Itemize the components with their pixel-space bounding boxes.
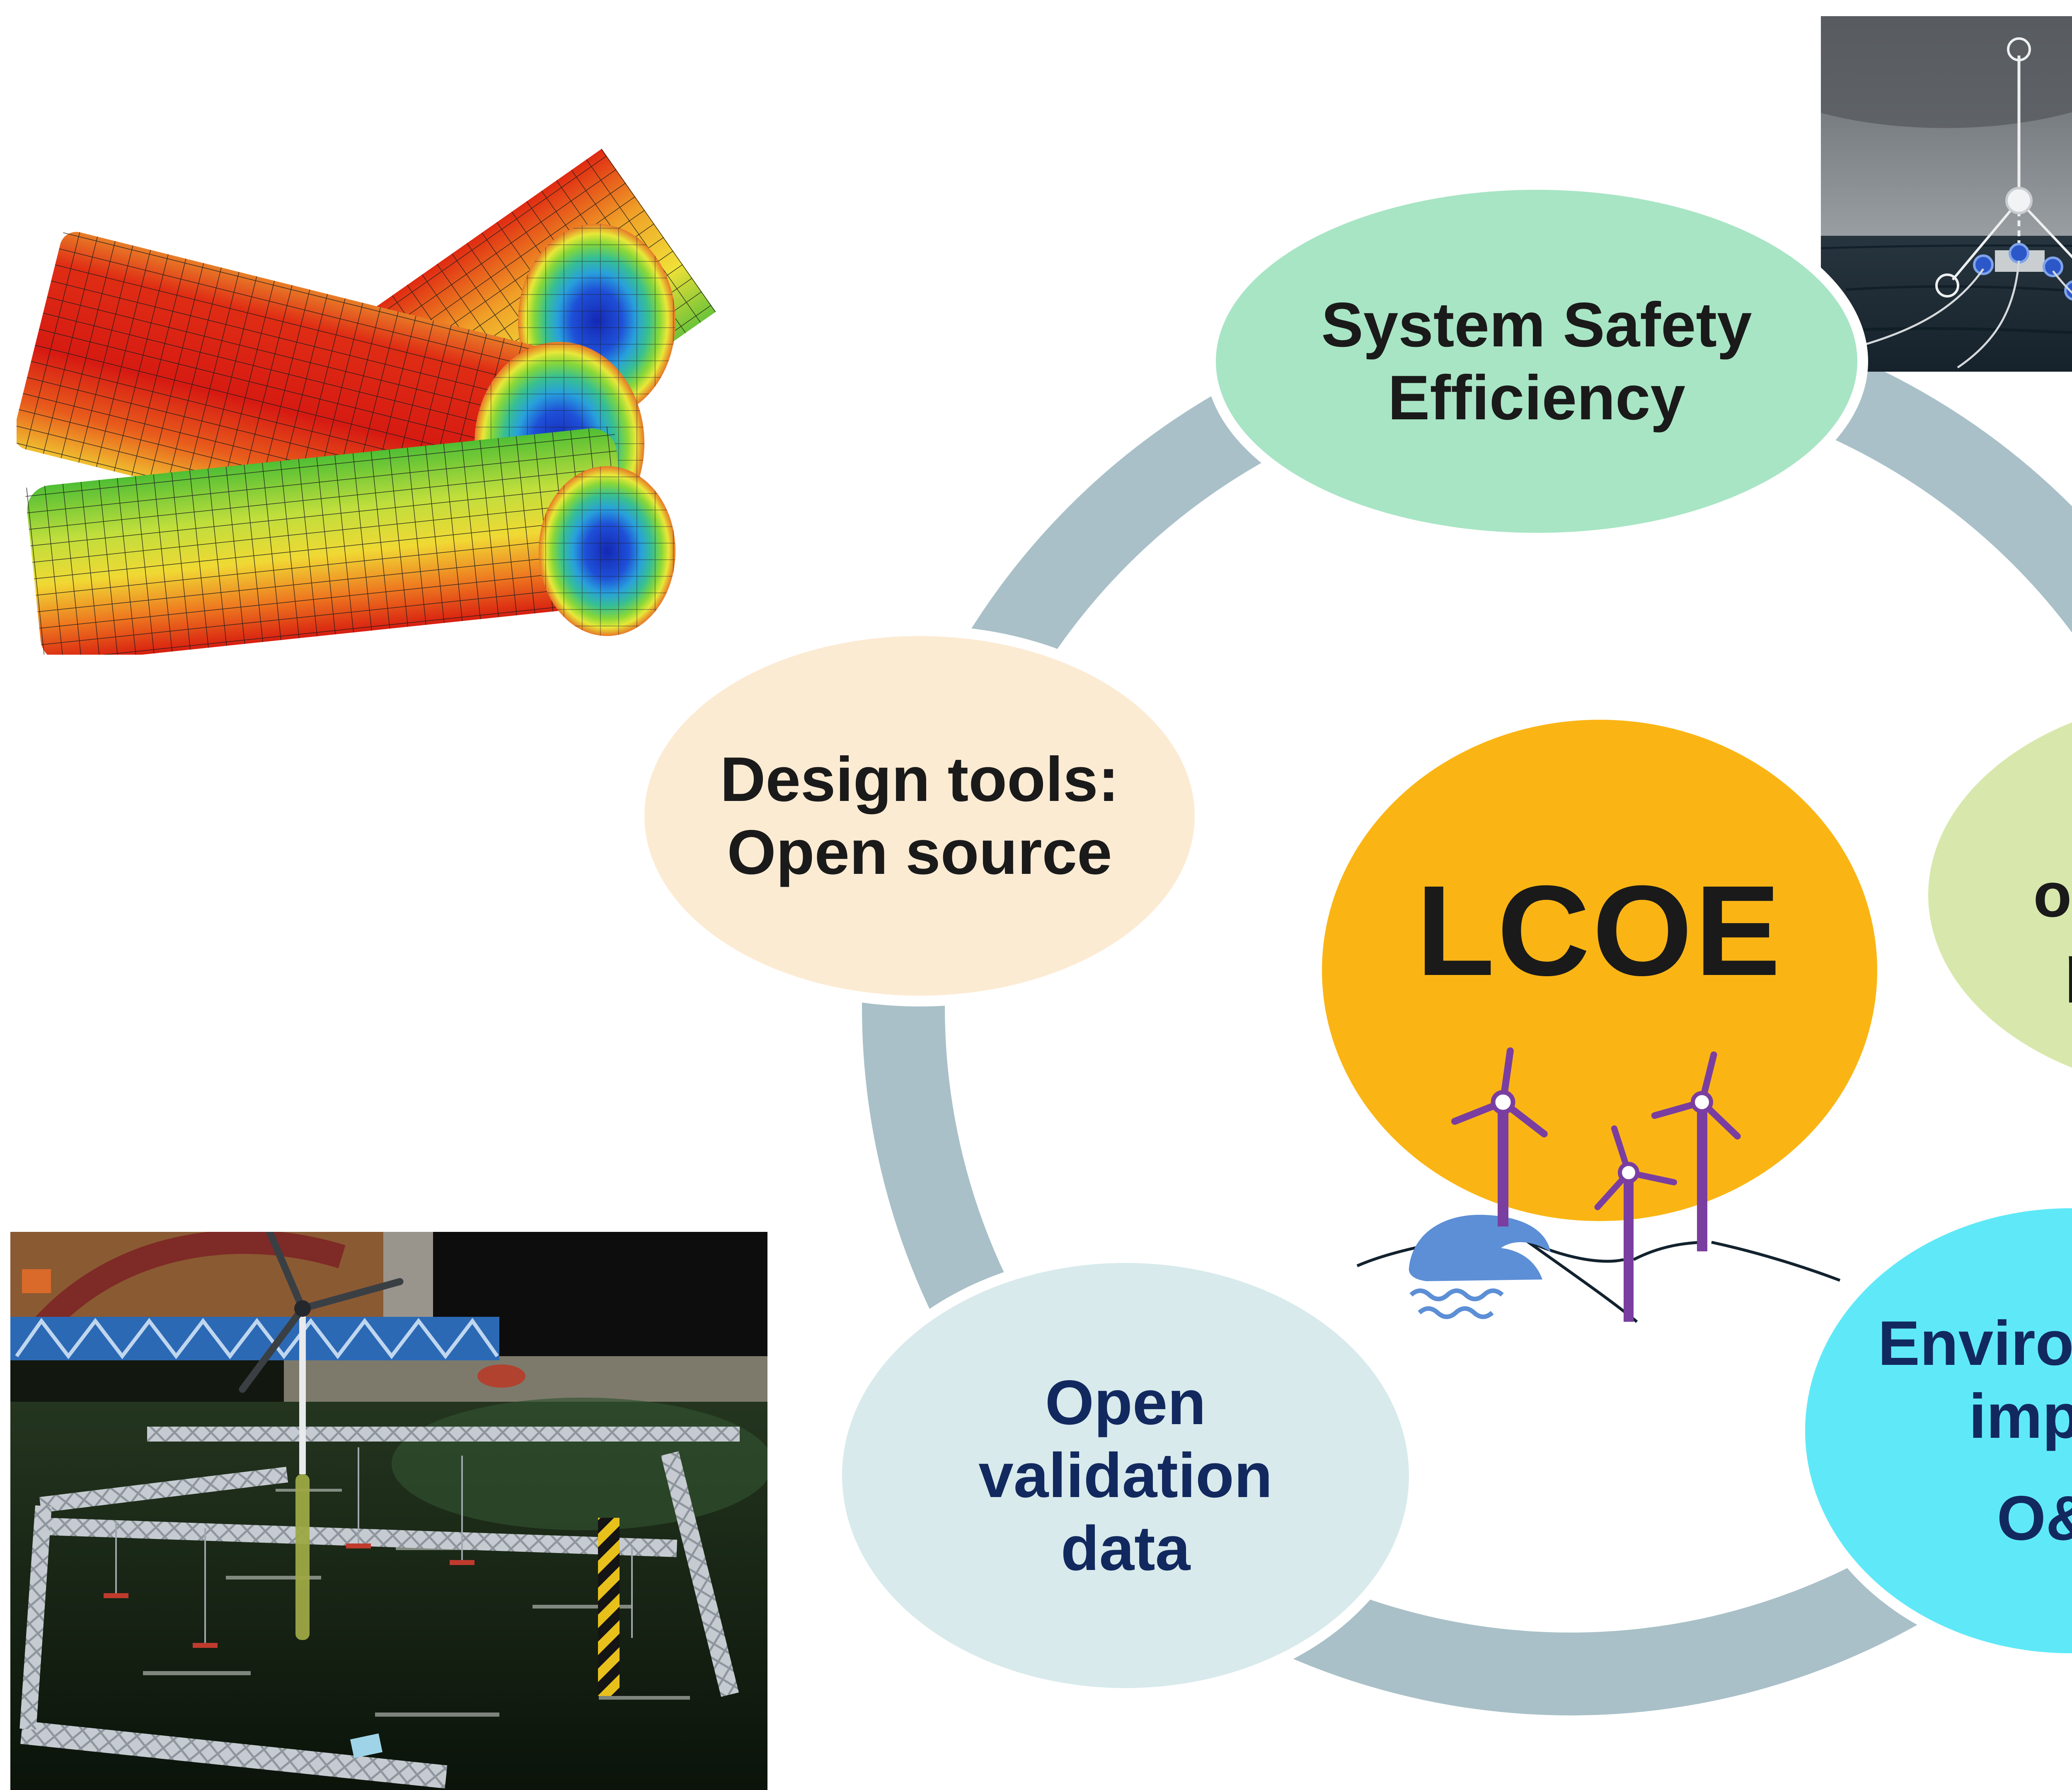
buoy [477, 1364, 525, 1388]
lcoe-label: LCOE [1416, 859, 1783, 1002]
bubble-label: validation [978, 1440, 1273, 1511]
bubble-label: procedure [2065, 931, 2072, 1004]
crane-lattice [15, 1318, 499, 1359]
mooring-markers [1973, 243, 2072, 301]
lcoe-center-circle: LCOE [1322, 720, 1877, 1221]
storm-cloud [1821, 16, 2072, 128]
orange-box [22, 1269, 51, 1293]
bubble-system-safety: System Safety Efficiency [1205, 179, 1868, 544]
bubble-label: O&M [1997, 1483, 2072, 1554]
bubble-label: Open source [727, 817, 1112, 888]
blue-object [350, 1733, 383, 1758]
red-arch [26, 1232, 346, 1343]
model-turbine [239, 1232, 404, 1640]
wave-basin-photo [10, 1232, 767, 1790]
bubble-label: data [1060, 1513, 1191, 1584]
bubble-label: Design tools: [720, 744, 1119, 815]
spar [295, 1474, 310, 1640]
pool-edge [284, 1356, 767, 1402]
bubble-label: Efficiency [1387, 363, 1686, 433]
wave-line [1821, 327, 2072, 334]
mooring-lines [1845, 260, 2072, 369]
mesh-cap-lower-grid [539, 466, 675, 636]
hazard-post [598, 1518, 620, 1696]
bubble-design-tools: Design tools: Open source [634, 625, 1205, 1006]
wave-line [1821, 244, 2072, 249]
floating-turbines-image [1821, 16, 2072, 372]
truss-frames [19, 1427, 740, 1789]
bubble-label: impact [1969, 1381, 2072, 1451]
bubble-label: Open [1045, 1367, 1206, 1438]
bubble-label: optimization [2033, 859, 2072, 930]
hanging-cables [115, 1447, 633, 1646]
water-tint [392, 1398, 767, 1530]
mesh-cylinder-lower [24, 426, 633, 655]
wave-line [1845, 285, 2072, 292]
fem-mesh-image [17, 149, 716, 655]
sensors [104, 1543, 474, 1648]
bubble-open-validation: Open validation data [831, 1252, 1420, 1699]
bubble-label: Environment [1878, 1308, 2072, 1379]
bubble-label: System Safety [1321, 289, 1752, 360]
